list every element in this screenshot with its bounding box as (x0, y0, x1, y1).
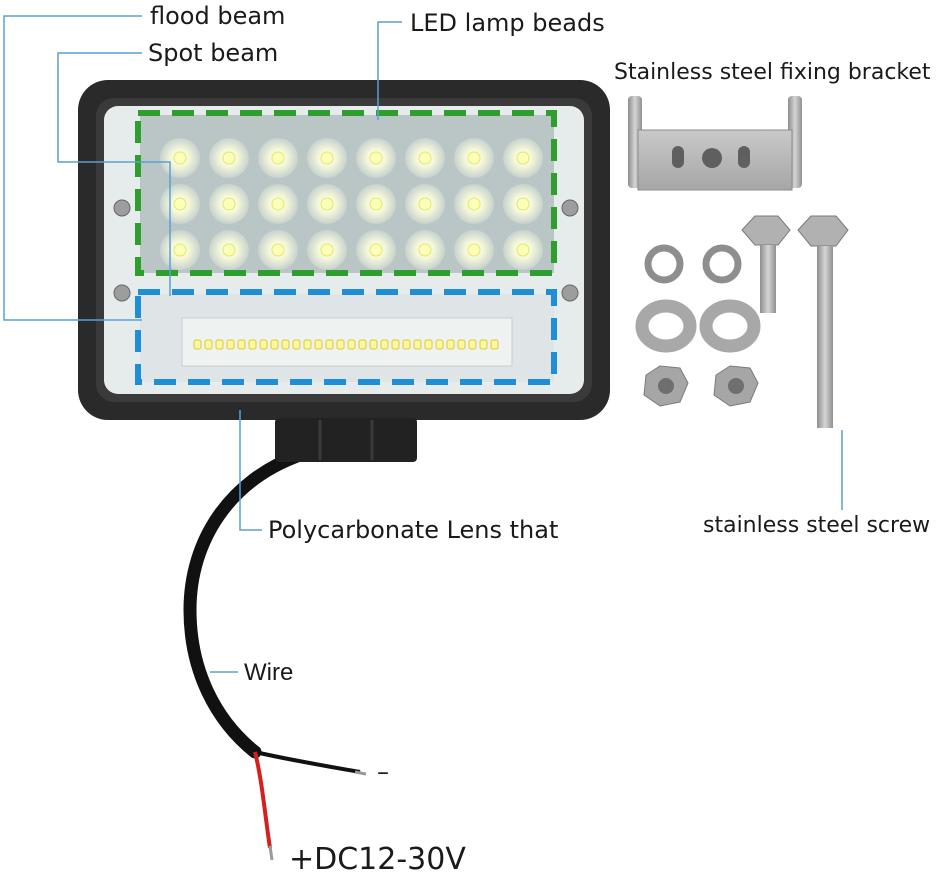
flood-led-chip (490, 339, 499, 350)
label-polycarbonate-lens: Polycarbonate Lens that (268, 516, 559, 544)
flood-led-chip (303, 339, 312, 350)
led-bead (173, 151, 187, 165)
led-bead (516, 197, 530, 211)
label-fixing-bracket: Stainless steel fixing bracket (614, 60, 931, 85)
led-bead (222, 243, 236, 257)
label-wire: Wire (244, 659, 294, 686)
led-bead (467, 243, 481, 257)
led-bead (222, 151, 236, 165)
led-bead (271, 151, 285, 165)
flood-led-chip (358, 339, 367, 350)
spring-washer (702, 244, 742, 284)
long-bolt (797, 215, 849, 428)
flood-led-chip (380, 339, 389, 350)
flood-led-chip (292, 339, 301, 350)
led-bead (369, 197, 383, 211)
label-stainless-steel-screw: stainless steel screw (703, 513, 931, 538)
led-bead (369, 151, 383, 165)
flood-led-chip (457, 339, 466, 350)
flood-led-chip (468, 339, 477, 350)
led-bead (320, 197, 334, 211)
callout-lines (3, 15, 843, 673)
flood-led-chip (402, 339, 411, 350)
mount-foot (275, 418, 417, 462)
led-bead (418, 197, 432, 211)
flood-led-chip (248, 339, 257, 350)
label-spot-beam: Spot beam (148, 39, 279, 67)
led-bead (467, 151, 481, 165)
short-bolt (741, 215, 791, 313)
hex-nut (643, 365, 689, 407)
flood-led-chip (347, 339, 356, 350)
callout-lens (239, 410, 262, 531)
led-bead (173, 197, 187, 211)
screw-head (113, 284, 131, 302)
hardware-set (635, 215, 849, 428)
flood-led-chip (237, 339, 246, 350)
flood-led-chip (435, 339, 444, 350)
led-bead (418, 151, 432, 165)
led-work-light (78, 80, 610, 462)
flood-led-chip (479, 339, 488, 350)
flat-washer (635, 299, 697, 353)
flat-washer (699, 299, 761, 353)
led-bead (173, 243, 187, 257)
flood-led-chip (270, 339, 279, 350)
led-bead (516, 243, 530, 257)
screw-head (561, 199, 579, 217)
flood-led-chip (336, 339, 345, 350)
wire-cable (183, 448, 367, 861)
fixing-bracket (628, 96, 802, 191)
flood-led-chip (259, 339, 268, 350)
led-bead (320, 243, 334, 257)
flood-led-chip (413, 339, 422, 350)
led-bead (222, 197, 236, 211)
label-negative-terminal: – (377, 758, 389, 786)
led-bead (418, 243, 432, 257)
label-led-lamp-beads: LED lamp beads (410, 9, 605, 37)
label-positive-voltage: +DC12-30V (289, 842, 466, 877)
led-bead (271, 243, 285, 257)
screw-head (113, 199, 131, 217)
led-bead (516, 151, 530, 165)
led-bead (320, 151, 334, 165)
led-bead (271, 197, 285, 211)
flood-panel-highlight-box (135, 289, 557, 385)
flood-led-chip (193, 339, 202, 350)
flood-led-chip (325, 339, 334, 350)
spring-washer (644, 244, 684, 284)
flood-led-chip (204, 339, 213, 350)
hex-nut (713, 365, 759, 407)
flood-led-chip (391, 339, 400, 350)
label-flood-beam: flood beam (150, 2, 286, 30)
led-bead (369, 243, 383, 257)
flood-led-chip (369, 339, 378, 350)
flood-led-chip (281, 339, 290, 350)
led-beads-highlight-box (135, 110, 557, 276)
callout-flood-beam (3, 15, 142, 321)
flood-led-chip (314, 339, 323, 350)
callout-led-beads (377, 21, 402, 120)
flood-led-chip (226, 339, 235, 350)
screw-head (561, 284, 579, 302)
flood-led-chip (424, 339, 433, 350)
callout-spot-beam (57, 52, 171, 296)
flood-led-chip (446, 339, 455, 350)
flood-led-chip (215, 339, 224, 350)
led-bead (467, 197, 481, 211)
